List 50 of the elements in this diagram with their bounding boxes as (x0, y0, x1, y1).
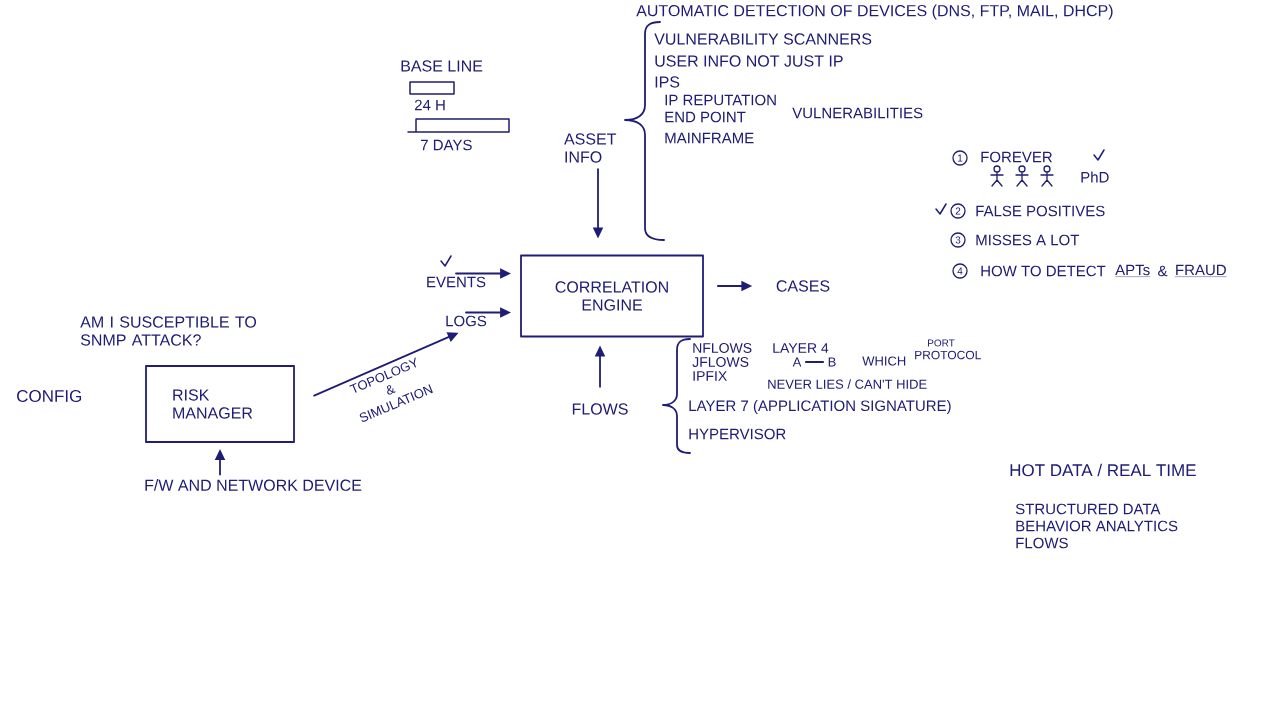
note-text: FRAUD (1174, 264, 1227, 277)
host-letter: A (792, 357, 802, 367)
note-text: & (1158, 265, 1168, 277)
note-text: END POINT (665, 111, 746, 123)
connector-line (804, 361, 825, 363)
circled-number: 1 (952, 150, 968, 166)
note-text: MISSES A LOT (976, 234, 1080, 246)
note-text: STRUCTURED DATA (1015, 503, 1161, 515)
host-letter: B (828, 357, 836, 367)
note-text: VULNERABILITY SCANNERS (654, 33, 872, 45)
note-text: MAINFRAME (665, 132, 754, 144)
note-text: NFLOWS (693, 343, 752, 353)
note-text: LAYER 4 (773, 343, 829, 353)
source-label: EVENTS (427, 276, 486, 288)
note-text: AUTOMATIC DETECTION OF DEVICES (DNS, FTP, MAIL, DHCP) (636, 4, 1113, 20)
source-label: ASSET INFO (564, 133, 617, 163)
process-box: RISK MANAGER (145, 365, 295, 443)
circled-number: 2 (950, 203, 966, 219)
note-text: FALSE POSITIVES (976, 205, 1105, 217)
output-label: CASES (776, 280, 830, 292)
note-text: PORT (928, 339, 955, 347)
note-text: VULNERABILITIES (792, 107, 923, 119)
note-text: USER INFO NOT JUST IP (655, 55, 843, 67)
note-text: FOREVER (981, 151, 1052, 163)
heading-text: BASE LINE (401, 60, 483, 72)
note-text: FLOWS (1016, 537, 1068, 549)
heading-text: HOT DATA / REAL TIME (1010, 463, 1196, 477)
source-label: LOGS (446, 315, 487, 327)
note-text: AM I SUSCEPTIBLE TO SNMP ATTACK? (80, 316, 257, 346)
note-text: PhD (1081, 171, 1109, 183)
note-text: PROTOCOL (915, 350, 981, 360)
process-box: CORRELATION ENGINE (520, 254, 704, 338)
note-text: BEHAVIOR ANALYTICS (1016, 520, 1178, 532)
note-text: NEVER LIES / CAN'T HIDE (768, 379, 927, 389)
bar-label: 7 DAYS (421, 139, 472, 151)
note-text: IPS (655, 76, 680, 88)
source-label: FLOWS (572, 403, 628, 415)
note-text: IP REPUTATION (665, 94, 776, 106)
note-text: HYPERVISOR (689, 428, 786, 440)
note-text: HOW TO DETECT (981, 265, 1106, 277)
note-text: APTs (1114, 264, 1151, 277)
note-text: LAYER 7 (APPLICATION SIGNATURE) (689, 400, 951, 414)
note-text: IPFIX (693, 371, 727, 381)
source-label: F/W AND NETWORK DEVICE (145, 479, 362, 491)
circled-number: 3 (950, 232, 966, 248)
note-text: CONFIG (17, 390, 82, 402)
bar-label: 24 H (414, 99, 445, 111)
circled-number: 4 (952, 263, 968, 279)
note-text: WHICH (862, 356, 906, 366)
note-text: JFLOWS (692, 357, 749, 367)
